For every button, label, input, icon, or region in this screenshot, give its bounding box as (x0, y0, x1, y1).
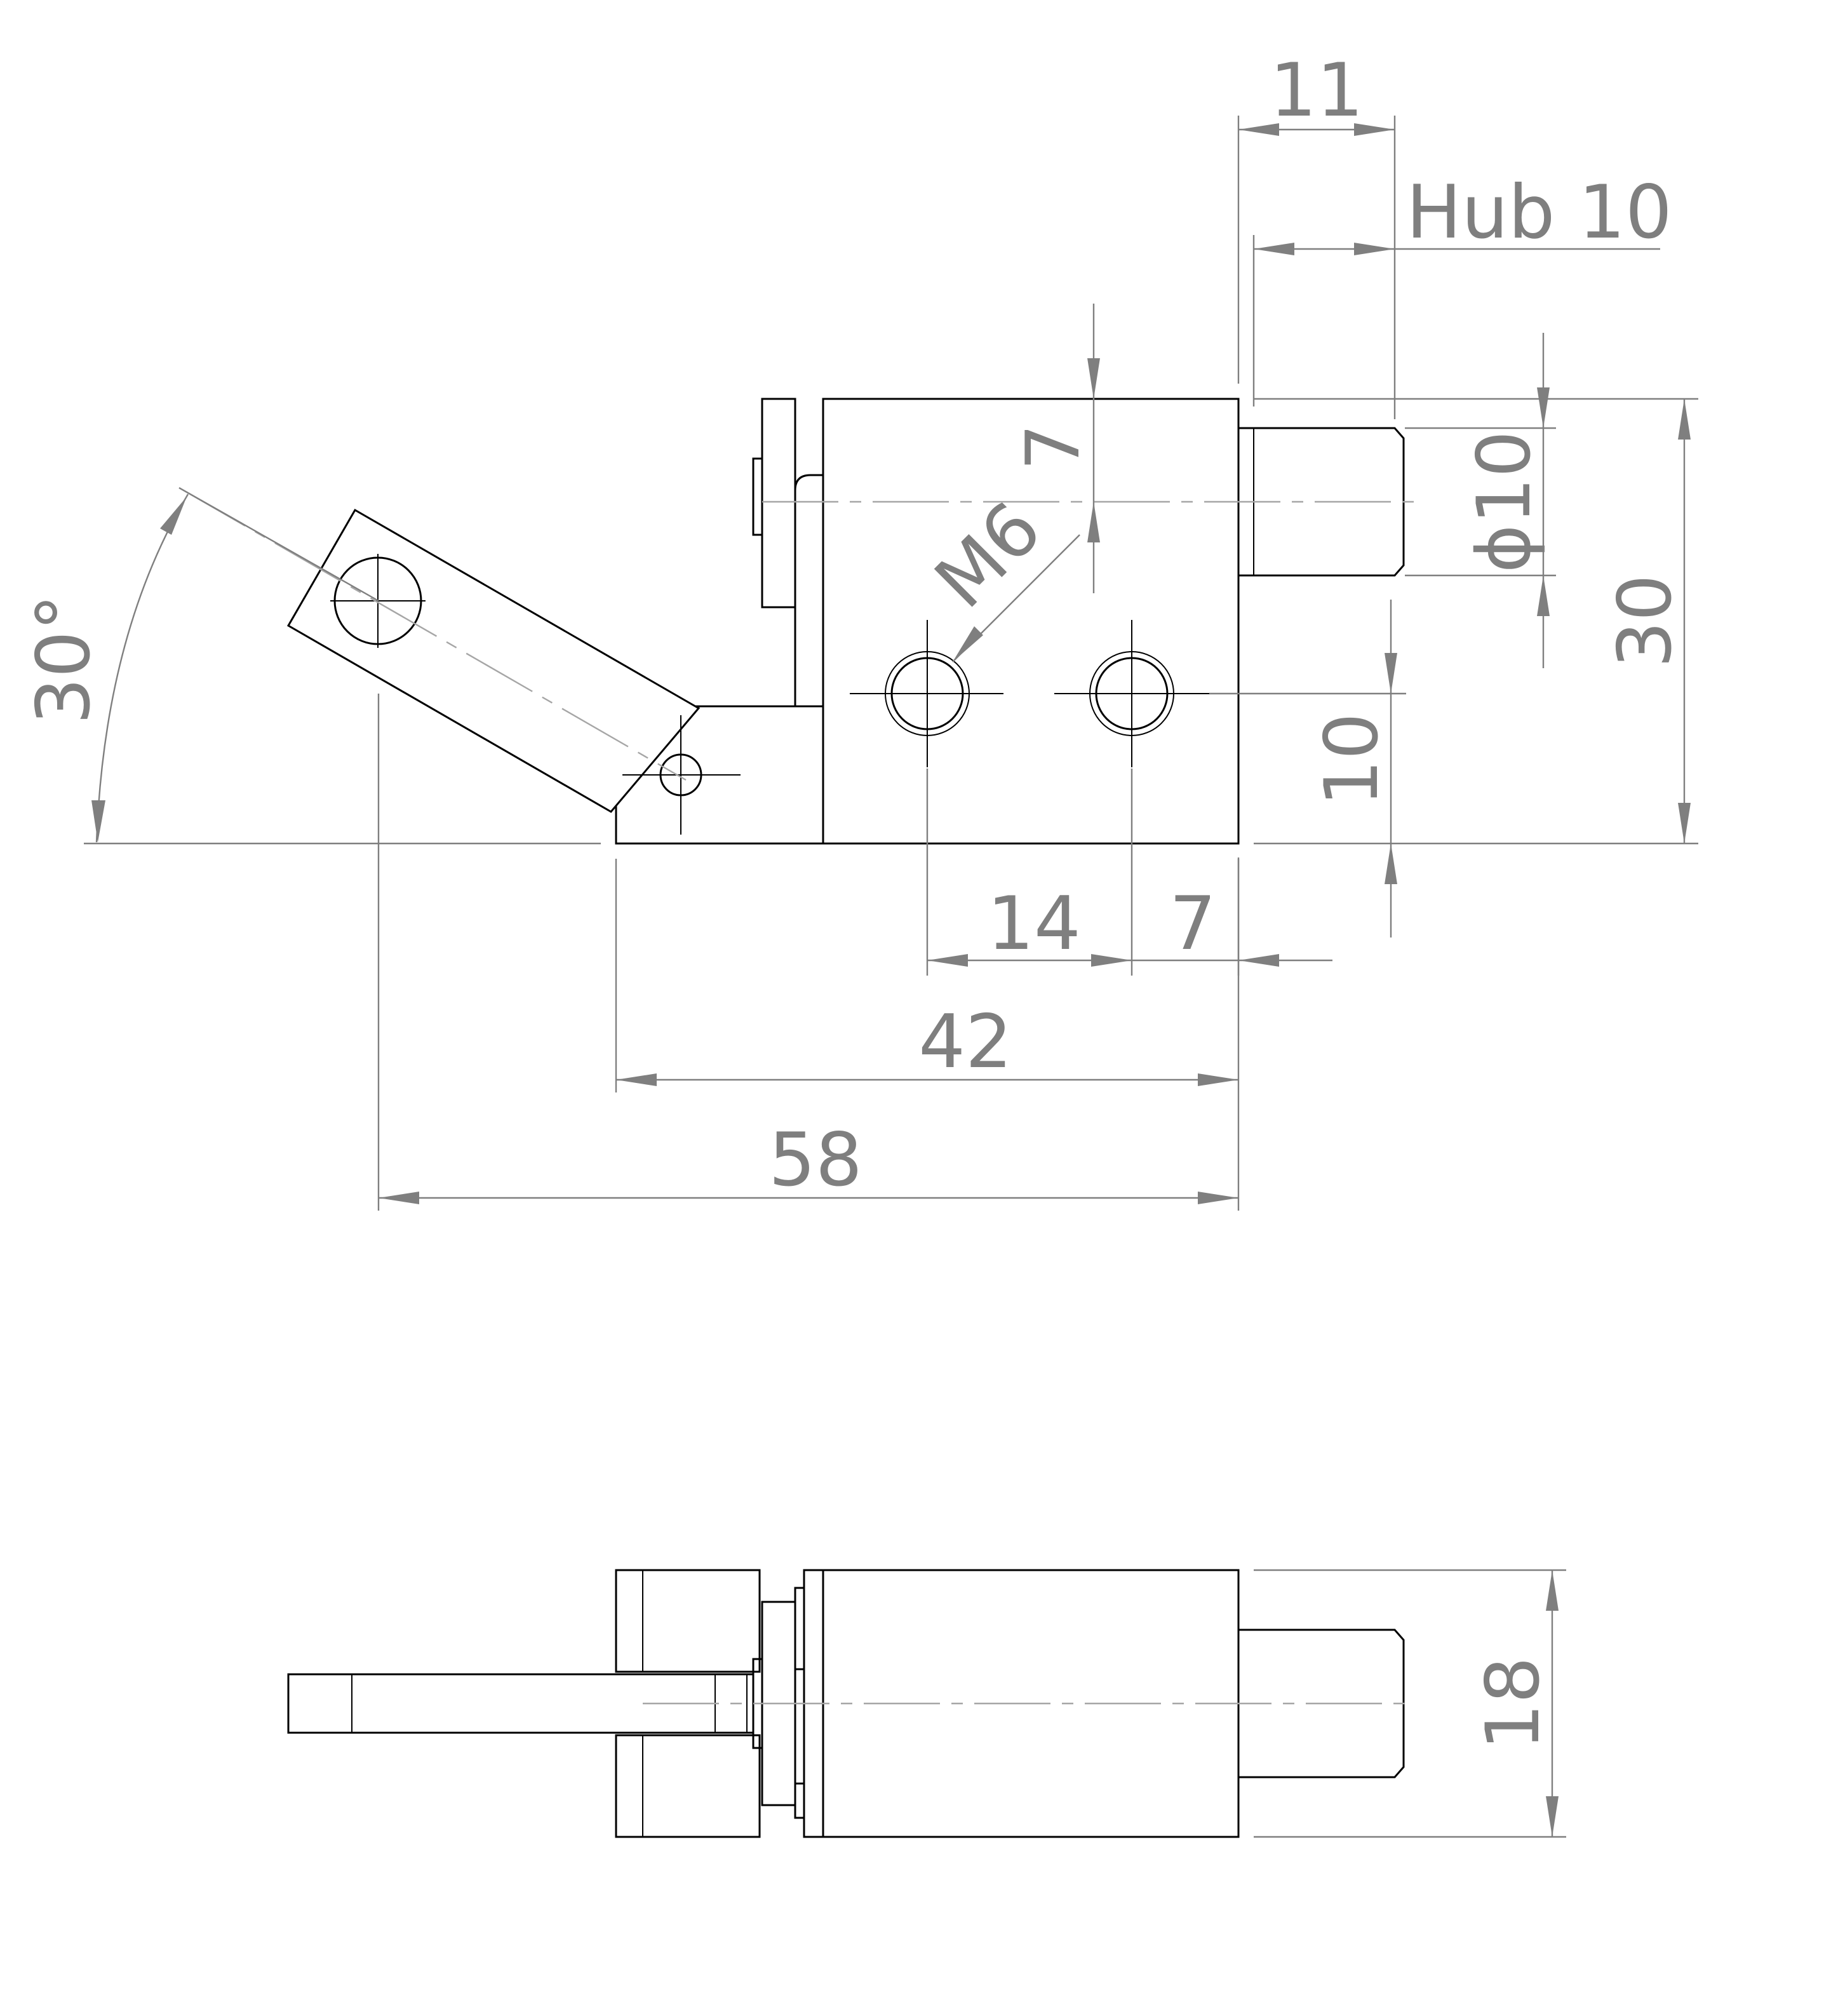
front-dimensions: 11 Hub 10 7 M6 ϕ10 30 10 (21, 48, 1698, 1211)
dim-pin-offset: 7 (1010, 424, 1096, 471)
dim-hole-pitch: 14 (987, 881, 1081, 967)
side-dimensions: 18 (1254, 1569, 1566, 1838)
dim-pin-diameter: ϕ10 (1461, 431, 1547, 573)
flange-stub (752, 457, 763, 536)
side-plate-c (794, 1782, 805, 1819)
side-bracket-upper (615, 1569, 761, 1673)
solenoid-body (822, 398, 1240, 845)
bracket-rib (794, 474, 823, 706)
dim-side-width: 18 (1470, 1656, 1556, 1751)
front-view (178, 398, 1416, 845)
dim-total-length: 58 (768, 1117, 862, 1203)
dim-thread: M6 (919, 486, 1057, 624)
side-view (287, 1569, 1416, 1838)
dim-stroke: Hub 10 (1406, 170, 1672, 255)
dim-hole-edge: 7 (1169, 881, 1216, 967)
flange-plate (761, 398, 796, 608)
side-plate-b (794, 1587, 805, 1670)
dim-base-length: 42 (918, 999, 1012, 1085)
side-bracket-lower (615, 1734, 761, 1838)
dim-height: 30 (1602, 574, 1688, 668)
dim-angle: 30° (21, 594, 107, 725)
lever-arm (286, 508, 701, 813)
dim-top-width: 11 (1270, 48, 1364, 133)
dim-hole-height: 10 (1309, 713, 1395, 807)
